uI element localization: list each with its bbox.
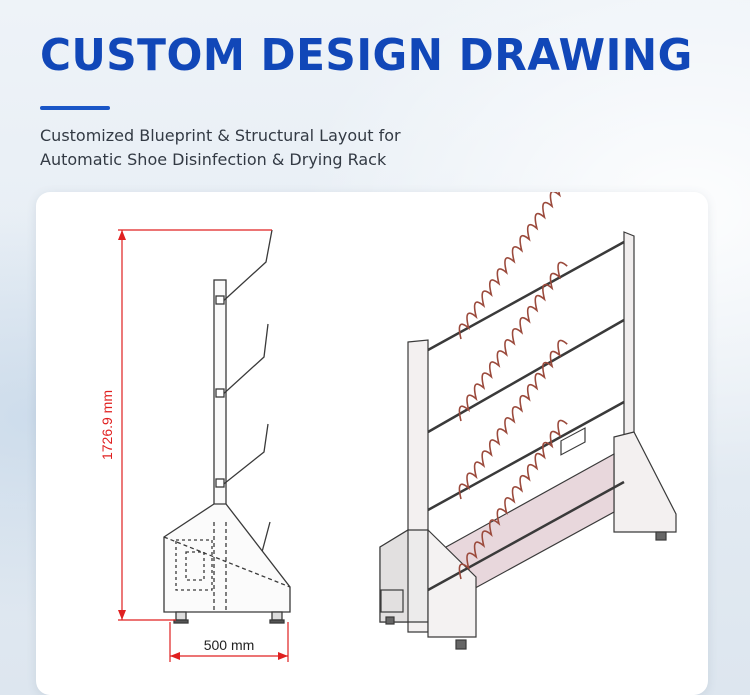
technical-drawing: 1726.9 mm 500 mm bbox=[99, 192, 677, 662]
height-dimension-label: 1726.9 mm bbox=[99, 390, 115, 460]
shoe-hooks bbox=[458, 192, 568, 580]
subtitle: Customized Blueprint & Structural Layout… bbox=[40, 124, 540, 172]
title-underline bbox=[40, 106, 110, 110]
perspective-view-drawing bbox=[379, 231, 677, 650]
subtitle-line-1: Customized Blueprint & Structural Layout… bbox=[40, 126, 401, 145]
width-dimension bbox=[169, 622, 289, 662]
subtitle-line-2: Automatic Shoe Disinfection & Drying Rac… bbox=[40, 150, 387, 169]
height-dimension bbox=[118, 229, 272, 621]
width-dimension-label: 500 mm bbox=[204, 637, 255, 653]
drawing-card: 1726.9 mm 500 mm bbox=[36, 192, 708, 695]
side-view-drawing bbox=[163, 229, 291, 624]
page-title: CUSTOM DESIGN DRAWING bbox=[40, 30, 693, 81]
